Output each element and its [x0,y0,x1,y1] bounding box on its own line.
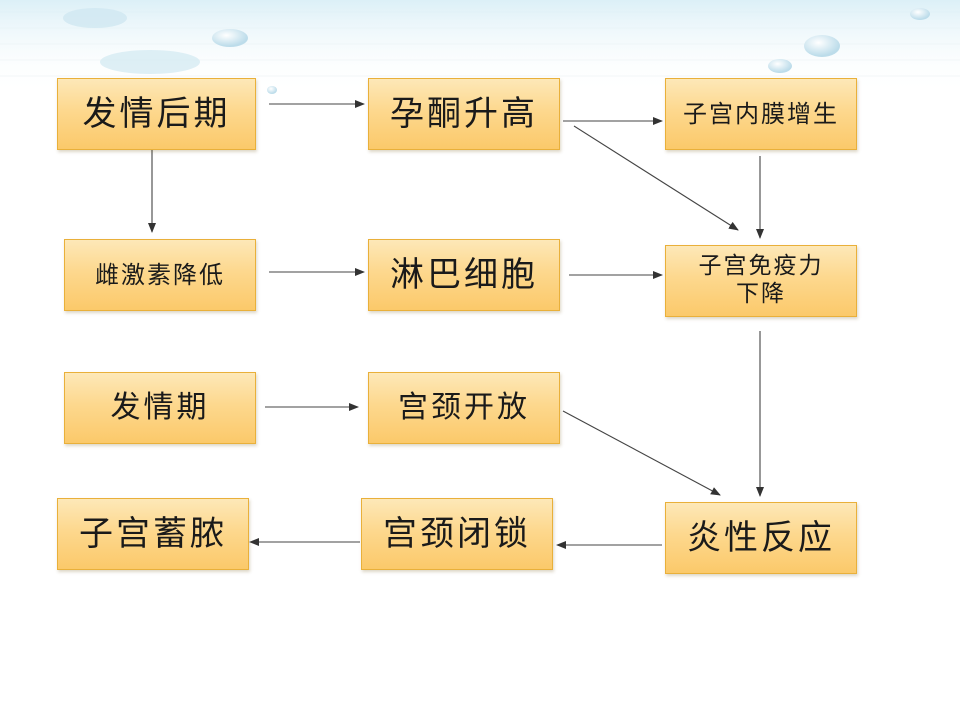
node-inflammation: 炎性反应 [665,502,857,574]
bubble-shape [212,29,248,47]
bubble-shape [267,86,277,94]
arrow-cervix-open-to-inflammation [562,410,721,496]
node-pyometra: 子宫蓄脓 [57,498,249,570]
node-late-estrus: 发情后期 [57,78,256,150]
node-uterine-immunity-drop: 子宫免疫力下降 [665,245,857,317]
node-lymphocyte: 淋巴细胞 [368,239,560,311]
node-progesterone-rise: 孕酮升高 [368,78,560,150]
arrow-progesterone-to-immunity [573,125,739,231]
bubble-shape [910,8,930,20]
node-cervix-closed: 宫颈闭锁 [361,498,553,570]
cloud-shape [100,50,200,74]
node-estrogen-drop: 雌激素降低 [64,239,256,311]
node-estrus: 发情期 [64,372,256,444]
node-cervix-open: 宫颈开放 [368,372,560,444]
node-endometrium-hyperplasia: 子宫内膜增生 [665,78,857,150]
cloud-shape [63,8,127,28]
bubble-shape [768,59,792,73]
bubble-shape [804,35,840,57]
